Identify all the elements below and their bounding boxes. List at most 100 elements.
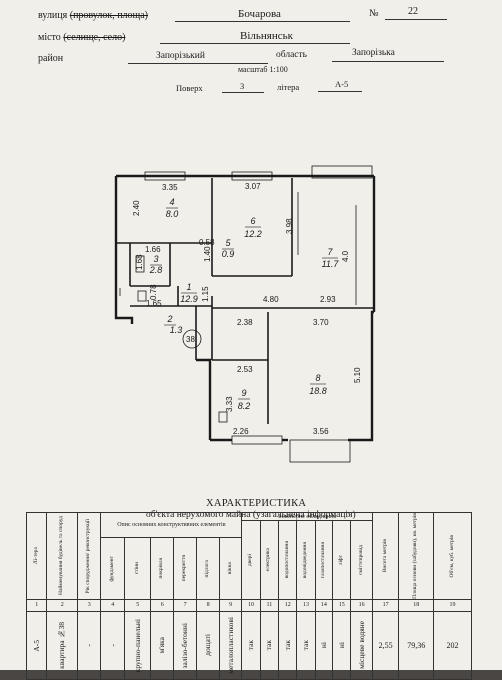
dim-label: 2.40: [132, 200, 141, 216]
col-header: покрівля: [158, 558, 165, 579]
table-cell: ні: [318, 642, 328, 649]
outer-wall: [114, 176, 134, 324]
table-cell: м'яка: [157, 637, 167, 654]
table-cell: так: [264, 640, 274, 651]
district-label: район: [38, 53, 64, 64]
dim-label: 1.40: [203, 246, 212, 262]
street-label: вулиця (провулок, площа): [38, 10, 149, 21]
column-number: 16: [350, 598, 373, 612]
floor-value: 3: [240, 81, 245, 91]
table-cell: дощаті: [203, 634, 213, 657]
room-area: 0.9: [222, 249, 235, 259]
table-cell: залізо-бетонні: [180, 622, 190, 669]
dim-label: 3.07: [245, 182, 261, 191]
characteristics-title: ХАРАКТЕРИСТИКА: [206, 498, 307, 509]
table-cell: металопластикові: [225, 617, 235, 674]
room-area: 18.8: [309, 386, 327, 396]
dim-label: 1.68: [135, 254, 144, 270]
col-header: сміттєпровід: [357, 544, 364, 575]
city-value: Вільнянськ: [240, 30, 293, 42]
dim-label: 3.56: [313, 427, 329, 436]
col-header: Рік спорудження/ реконструкції: [85, 518, 92, 594]
balcony: [311, 165, 373, 179]
table-cell: -: [84, 644, 94, 647]
dim-label: 4.0: [341, 250, 350, 262]
col-header: перекриття: [181, 555, 188, 582]
district-line: [128, 63, 268, 64]
city-line: [160, 43, 350, 44]
number-value: 22: [408, 6, 418, 17]
dim-label: 2.26: [233, 427, 249, 436]
column-number: 13: [296, 598, 316, 612]
dim-label: 3.33: [225, 396, 234, 412]
dim-label: 1.66: [145, 245, 161, 254]
scale-text: масштаб 1:100: [238, 65, 288, 74]
col-header: газопостачання: [320, 541, 327, 579]
litera-value: А-5: [335, 79, 349, 89]
dim-label: 0.58: [199, 238, 215, 247]
col-header: електрика: [265, 548, 272, 572]
room-area: 12.2: [244, 229, 262, 239]
district-value: Запорізький: [156, 51, 205, 61]
window: [231, 171, 273, 181]
col-header: Площа основи (забудови), кв. метрів: [412, 513, 419, 599]
col-header: водовідведення: [302, 541, 309, 579]
table-cell: так: [282, 640, 292, 651]
col-header: фундамент: [108, 555, 115, 582]
sink: [135, 255, 145, 273]
col-header: двері: [247, 553, 254, 566]
table-cell: А-5: [31, 639, 41, 652]
room-number: 1: [186, 282, 191, 292]
dim-label: 2.38: [237, 318, 253, 327]
dim-label: 3.70: [313, 318, 329, 327]
column-number: 1: [25, 598, 48, 612]
dim-label: 1.65: [146, 299, 162, 308]
apartment-marker: [182, 329, 202, 349]
room-number: 6: [250, 216, 255, 226]
group-header: Опис основних конструктивних елементів: [100, 512, 243, 538]
outer-wall: [196, 358, 212, 440]
room-number: 5: [225, 238, 231, 248]
col-header: Висота метрів: [381, 539, 388, 573]
room-number: 8: [315, 373, 320, 383]
room-number: 9: [241, 388, 246, 398]
table-row: А-5 квартира №38 - - крупно-панельні м'я…: [25, 610, 472, 680]
column-number: 19: [433, 598, 472, 612]
floor-label: Поверх: [176, 83, 203, 93]
stove: [218, 411, 228, 423]
room-area: 8.0: [166, 209, 179, 219]
balcony: [289, 439, 351, 463]
street-value: Бочарова: [238, 8, 281, 20]
col-header: вікна: [226, 562, 233, 575]
column-number: 14: [314, 598, 334, 612]
column-number: 2: [46, 598, 79, 612]
column-number: 5: [123, 598, 152, 612]
dim-label: 5.10: [353, 367, 362, 383]
dim-label: 2.53: [237, 365, 253, 374]
column-number: 18: [398, 598, 435, 612]
room-number: 3: [153, 254, 158, 264]
outer-wall: [348, 310, 374, 442]
room-number: 7: [327, 247, 333, 257]
table-cell: місцеве водяне: [356, 621, 366, 670]
region-label: область: [276, 50, 308, 60]
floor-line: [222, 92, 264, 93]
column-number: 12: [278, 598, 298, 612]
region-line: [332, 61, 444, 62]
room-area: 12.9: [180, 294, 198, 304]
column-numbers-row: 1 2 3 4 5 6 7 8 9 10 11 12 13 14 15 16 1…: [25, 598, 472, 612]
characteristics-table: Лі-тера Найменування будівель та споруд …: [25, 512, 472, 680]
window: [231, 435, 283, 445]
dim-label: 4.80: [263, 295, 279, 304]
col-header: Лі-тера: [32, 547, 39, 565]
col-header: підлога: [204, 559, 211, 578]
column-number: 15: [332, 598, 352, 612]
col-header: Найменування будівель та споруд: [58, 516, 65, 596]
window: [144, 171, 186, 181]
room-number: 2: [166, 314, 172, 324]
litera-label: літера: [277, 82, 300, 92]
toilet: [137, 290, 147, 302]
litera-line: [318, 91, 362, 92]
